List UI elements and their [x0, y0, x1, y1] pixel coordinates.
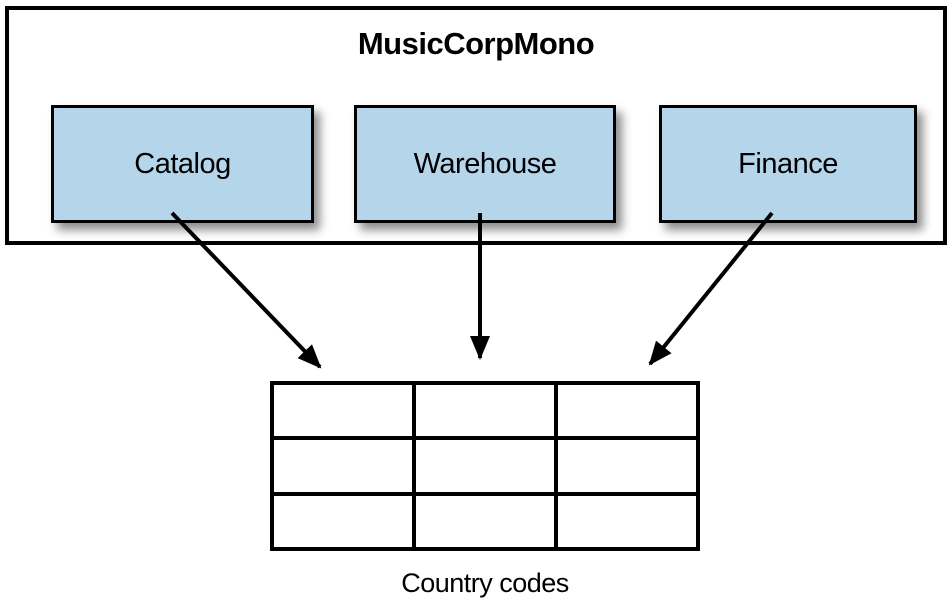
- table-cell: [554, 436, 700, 496]
- monolith-title: MusicCorpMono: [357, 26, 595, 61]
- monolith-system-box: MusicCorpMono Catalog Warehouse Finance: [5, 6, 947, 245]
- module-label-finance: Finance: [738, 147, 838, 180]
- table-cell: [412, 436, 558, 496]
- table-cell: [554, 380, 700, 441]
- table-row: [270, 436, 700, 496]
- table-cell: [270, 380, 416, 441]
- table-row: [270, 491, 700, 552]
- module-box-catalog: Catalog: [51, 105, 314, 223]
- table-cell: [270, 491, 416, 552]
- module-label-catalog: Catalog: [134, 147, 231, 180]
- module-label-warehouse: Warehouse: [413, 147, 557, 180]
- module-box-finance: Finance: [659, 105, 917, 223]
- table-row: [270, 380, 700, 441]
- table-cell: [554, 491, 700, 552]
- table-cell: [412, 491, 558, 552]
- shared-database-table: [270, 380, 700, 552]
- table-cell: [412, 380, 558, 441]
- table-cell: [270, 436, 416, 496]
- module-box-warehouse: Warehouse: [354, 105, 616, 223]
- database-caption: Country codes: [401, 568, 569, 598]
